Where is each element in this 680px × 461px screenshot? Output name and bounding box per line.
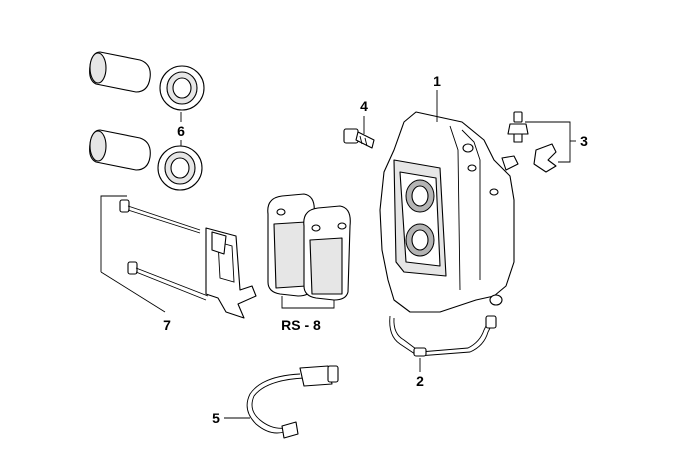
callout-5: 5 xyxy=(212,410,220,426)
callout-1: 1 xyxy=(433,73,441,89)
anti-rattle-spring xyxy=(205,227,257,319)
callout-2: 2 xyxy=(416,373,424,389)
caliper-housing xyxy=(379,111,515,313)
piston-seal-set-upper xyxy=(89,51,205,111)
callout-7: 7 xyxy=(163,317,171,333)
piston-seal-set-lower xyxy=(89,129,203,191)
callout-rs8: RS - 8 xyxy=(281,317,321,333)
callout-6: 6 xyxy=(177,123,185,139)
brake-pad-front xyxy=(303,205,351,301)
guide-pin-upper xyxy=(119,199,201,234)
guide-pin-lower xyxy=(127,261,209,301)
mounting-bolt xyxy=(343,128,375,149)
bleeder-screw xyxy=(507,111,529,143)
callout-4: 4 xyxy=(360,98,368,114)
brake-line xyxy=(389,315,497,357)
wear-sensor xyxy=(246,365,339,439)
bleeder-fitting xyxy=(501,155,519,171)
callout-3: 3 xyxy=(580,133,588,149)
line-clip xyxy=(533,143,557,173)
brake-pad-rear xyxy=(267,193,315,297)
